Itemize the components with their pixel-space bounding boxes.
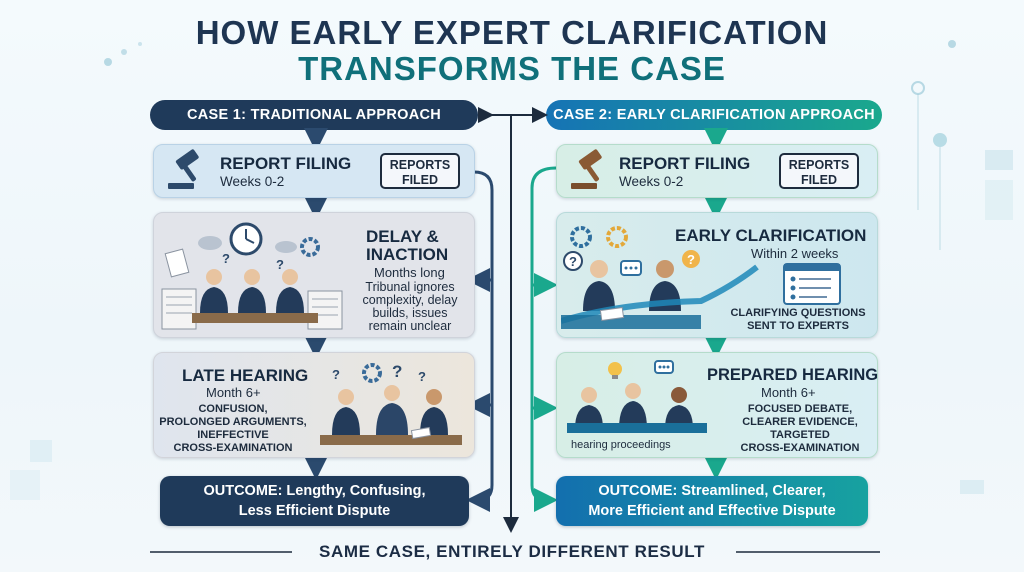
desc-line: PROLONGED ARGUMENTS, (159, 416, 307, 428)
page-title-line2: TRANSFORMS THE CASE (298, 50, 726, 87)
page-title-line1: HOW EARLY EXPERT CLARIFICATION (195, 14, 829, 51)
case2-early-clarification-card: ? ? EARLY CLARIFICATION Within 2 weeks C… (556, 212, 878, 338)
outcome-line2: Less Efficient Dispute (238, 503, 391, 519)
clarification-illustration: ? ? (561, 226, 759, 329)
case2-prepared-description: FOCUSED DEBATE, CLEARER EVIDENCE, TARGET… (727, 403, 873, 455)
svg-text:?: ? (569, 254, 577, 269)
question-icon: ? ? (563, 250, 700, 271)
desc-line: CROSS-EXAMINATION (173, 442, 293, 454)
case2-hearing-caption: hearing proceedings (571, 439, 671, 451)
desc-line: FOCUSED DEBATE, (747, 403, 853, 415)
case1-header: CASE 1: TRADITIONAL APPROACH (150, 100, 478, 130)
desc-line: complexity, delay (362, 293, 458, 307)
desc-line: Tribunal ignores (365, 280, 455, 294)
case2-report-filing-card: REPORT FILING Weeks 0-2 REPORTS FILED (556, 144, 878, 198)
case2-prepared-subtitle: Month 6+ (761, 385, 816, 400)
desc-line: TARGETED (770, 429, 830, 441)
case2-early-title: EARLY CLARIFICATION (675, 226, 867, 245)
case2-prepared-hearing-card: hearing proceedings PREPARED HEARING Mon… (556, 352, 878, 458)
badge-line1: REPORTS (389, 158, 451, 172)
checklist-icon (783, 263, 841, 305)
case1-late-subtitle: Month 6+ (206, 385, 261, 400)
case1-outcome: OUTCOME: Lengthy, Confusing, Less Effici… (160, 476, 469, 526)
svg-text:?: ? (687, 252, 695, 267)
person-icon (200, 269, 304, 313)
case1-delay-subtitle: Months long (374, 265, 445, 280)
footer-rule (150, 551, 880, 553)
outcome-line1: OUTCOME: Streamlined, Clearer, (598, 483, 826, 499)
desc-line: CROSS-EXAMINATION (740, 442, 860, 454)
case1-late-description: CONFUSION, PROLONGED ARGUMENTS, INEFFECT… (158, 403, 308, 455)
gear-icon (606, 226, 628, 248)
desc-line: CONFUSION, (198, 403, 268, 415)
desc-line: builds, issues (372, 306, 448, 320)
person-icon (575, 383, 693, 429)
gear-icon (300, 237, 320, 257)
badge-line2: FILED (800, 173, 838, 187)
case1-delay-description: Tribunal ignores complexity, delay build… (352, 281, 468, 333)
prepared-hearing-illustration (567, 360, 707, 433)
case2-reports-filed-badge: REPORTS FILED (779, 153, 859, 189)
outcome-line1: OUTCOME: Lengthy, Confusing, (203, 483, 426, 499)
desc-line: CLEARER EVIDENCE, (742, 416, 858, 428)
delay-illustration: ? ? (161, 222, 343, 330)
question-icon: ? (332, 367, 340, 382)
badge-line1: REPORTS (788, 158, 850, 172)
question-icon: ? (418, 369, 426, 384)
gavel-icon (168, 149, 199, 189)
outcome-line2: More Efficient and Effective Dispute (588, 503, 836, 519)
gear-icon (570, 226, 592, 248)
case1-delay-title2: INACTION (366, 245, 449, 264)
case1-report-subtitle: Weeks 0-2 (220, 174, 285, 189)
question-icon: ? (276, 257, 284, 272)
question-icon: ? (222, 251, 230, 266)
badge-line2: FILED (401, 173, 439, 187)
case2-early-subtitle: Within 2 weeks (751, 246, 839, 261)
gear-icon (362, 363, 382, 383)
gavel-icon (571, 149, 602, 189)
case2-report-subtitle: Weeks 0-2 (619, 174, 684, 189)
case1-delay-card: ? ? DELAY & INACTION Months long Tribuna… (153, 212, 475, 338)
desc-line: remain unclear (368, 319, 452, 333)
chat-bubble-icon (620, 260, 642, 276)
person-icon (332, 385, 448, 435)
clock-icon (229, 222, 263, 256)
desc-line: CLARIFYING QUESTIONS (730, 307, 866, 319)
case1-reports-filed-badge: REPORTS FILED (380, 153, 460, 189)
case1-report-title: REPORT FILING (220, 154, 352, 173)
case2-early-description: CLARIFYING QUESTIONS SENT TO EXPERTS (723, 307, 873, 333)
cloud-icon (198, 236, 297, 253)
chat-bubble-icon (654, 360, 674, 374)
desc-line: INEFFECTIVE (197, 429, 269, 441)
question-icon: ? (392, 362, 402, 381)
lightbulb-icon (608, 362, 622, 379)
late-hearing-illustration: ? ? ? (320, 362, 462, 445)
case2-header: CASE 2: EARLY CLARIFICATION APPROACH (546, 100, 882, 130)
case2-prepared-title: PREPARED HEARING (707, 366, 879, 384)
case1-delay-title1: DELAY & (366, 227, 439, 246)
case1-late-title: LATE HEARING (182, 366, 309, 385)
desc-line: SENT TO EXPERTS (747, 320, 849, 332)
case1-report-filing-card: REPORT FILING Weeks 0-2 REPORTS FILED (153, 144, 475, 198)
case1-late-hearing-card: LATE HEARING Month 6+ CONFUSION, PROLONG… (153, 352, 475, 458)
footer-tagline: SAME CASE, ENTIRELY DIFFERENT RESULT (319, 542, 705, 561)
case2-outcome: OUTCOME: Streamlined, Clearer, More Effi… (556, 476, 868, 526)
case2-report-title: REPORT FILING (619, 154, 751, 173)
